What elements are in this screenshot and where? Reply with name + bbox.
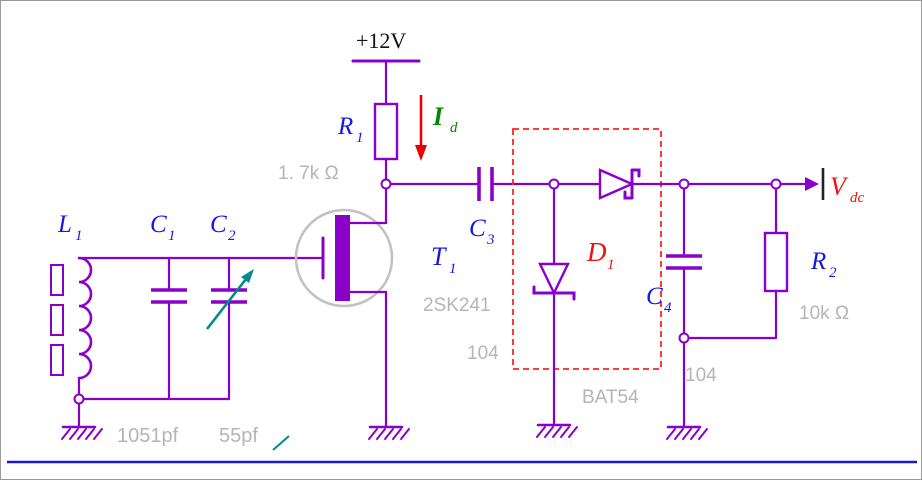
drain-lead — [348, 186, 388, 225]
t1-label: T — [431, 242, 447, 271]
resistor-body — [373, 102, 399, 161]
r2-label: R — [810, 248, 826, 275]
c4-label: C — [646, 283, 663, 310]
d1-dashed-outline — [512, 128, 662, 370]
c3-label-sub: 3 — [486, 232, 495, 248]
r1-label: R — [337, 113, 353, 140]
r2-value: 10k Ω — [799, 303, 849, 324]
variable-arrowhead-icon — [241, 269, 254, 283]
r1-value: 1. 7k Ω — [278, 163, 339, 184]
t1-part-number: 2SK241 — [423, 295, 491, 316]
transistor-t1: T 1 2SK241 — [294, 186, 491, 429]
inductor-core-bar — [50, 344, 64, 376]
id-label: I — [432, 102, 444, 131]
junction-node — [678, 332, 690, 344]
output-arrowhead-icon — [805, 177, 819, 191]
ground-symbol — [535, 423, 579, 439]
ground-symbol — [367, 425, 411, 441]
inductor-core-bar — [50, 264, 64, 296]
transistor-channel-bar — [335, 215, 350, 301]
shunt-diode — [538, 262, 570, 296]
d1-label: D — [586, 237, 607, 267]
r2-label-sub: 2 — [829, 265, 837, 281]
detector-row: C 3 104 D 1 BAT54 C 4 104 — [380, 128, 865, 429]
junction-node — [548, 178, 560, 190]
transistor-envelope — [294, 208, 394, 308]
schottky-hook — [532, 285, 542, 295]
inductor-coil — [77, 256, 93, 380]
resistor-body — [763, 231, 789, 293]
id-label-sub: d — [450, 120, 458, 136]
c1-label: C — [150, 211, 167, 238]
vdc-label: V — [830, 172, 849, 201]
ground-symbol — [665, 425, 709, 441]
schottky-hook — [623, 190, 634, 200]
c1-label-sub: 1 — [168, 228, 176, 244]
vdc-label-sub: dc — [850, 190, 865, 206]
schottky-hook — [566, 291, 576, 301]
c2-value: 55pf — [219, 425, 258, 447]
junction-node — [770, 178, 782, 190]
current-arrowhead-icon — [415, 145, 427, 161]
schottky-hook — [630, 168, 641, 178]
junction-node — [380, 178, 392, 190]
power-rail: +12V — [351, 28, 421, 106]
l1-label: L — [57, 211, 72, 238]
drain-current-annotation: I d — [415, 95, 458, 161]
tick-mark — [272, 435, 290, 451]
c3-value: 104 — [467, 343, 499, 364]
c4-value: 104 — [685, 365, 717, 386]
source-lead — [348, 290, 388, 429]
ground-symbol — [60, 425, 104, 441]
d1-label-sub: 1 — [607, 257, 615, 273]
inductor-core-bar — [50, 304, 64, 336]
l1-label-sub: 1 — [75, 228, 83, 244]
series-diode — [598, 168, 635, 200]
c2-label: C — [210, 211, 227, 238]
c3-label: C — [469, 215, 486, 242]
variable-arrow-icon — [205, 278, 248, 330]
supply-voltage-label: +12V — [356, 28, 406, 53]
junction-node — [73, 393, 85, 405]
junction-node — [678, 178, 690, 190]
c4-label-sub: 4 — [664, 300, 672, 316]
c2-label-sub: 2 — [228, 228, 236, 244]
resistor-r1: R 1 1. 7k Ω — [278, 102, 399, 186]
c1-value: 1051pf — [117, 425, 179, 447]
t1-label-sub: 1 — [449, 261, 457, 277]
tank-circuit: L 1 C 1 1051pf C 2 55pf — [50, 211, 325, 451]
d1-part-number: BAT54 — [582, 387, 639, 408]
r1-label-sub: 1 — [356, 130, 364, 146]
